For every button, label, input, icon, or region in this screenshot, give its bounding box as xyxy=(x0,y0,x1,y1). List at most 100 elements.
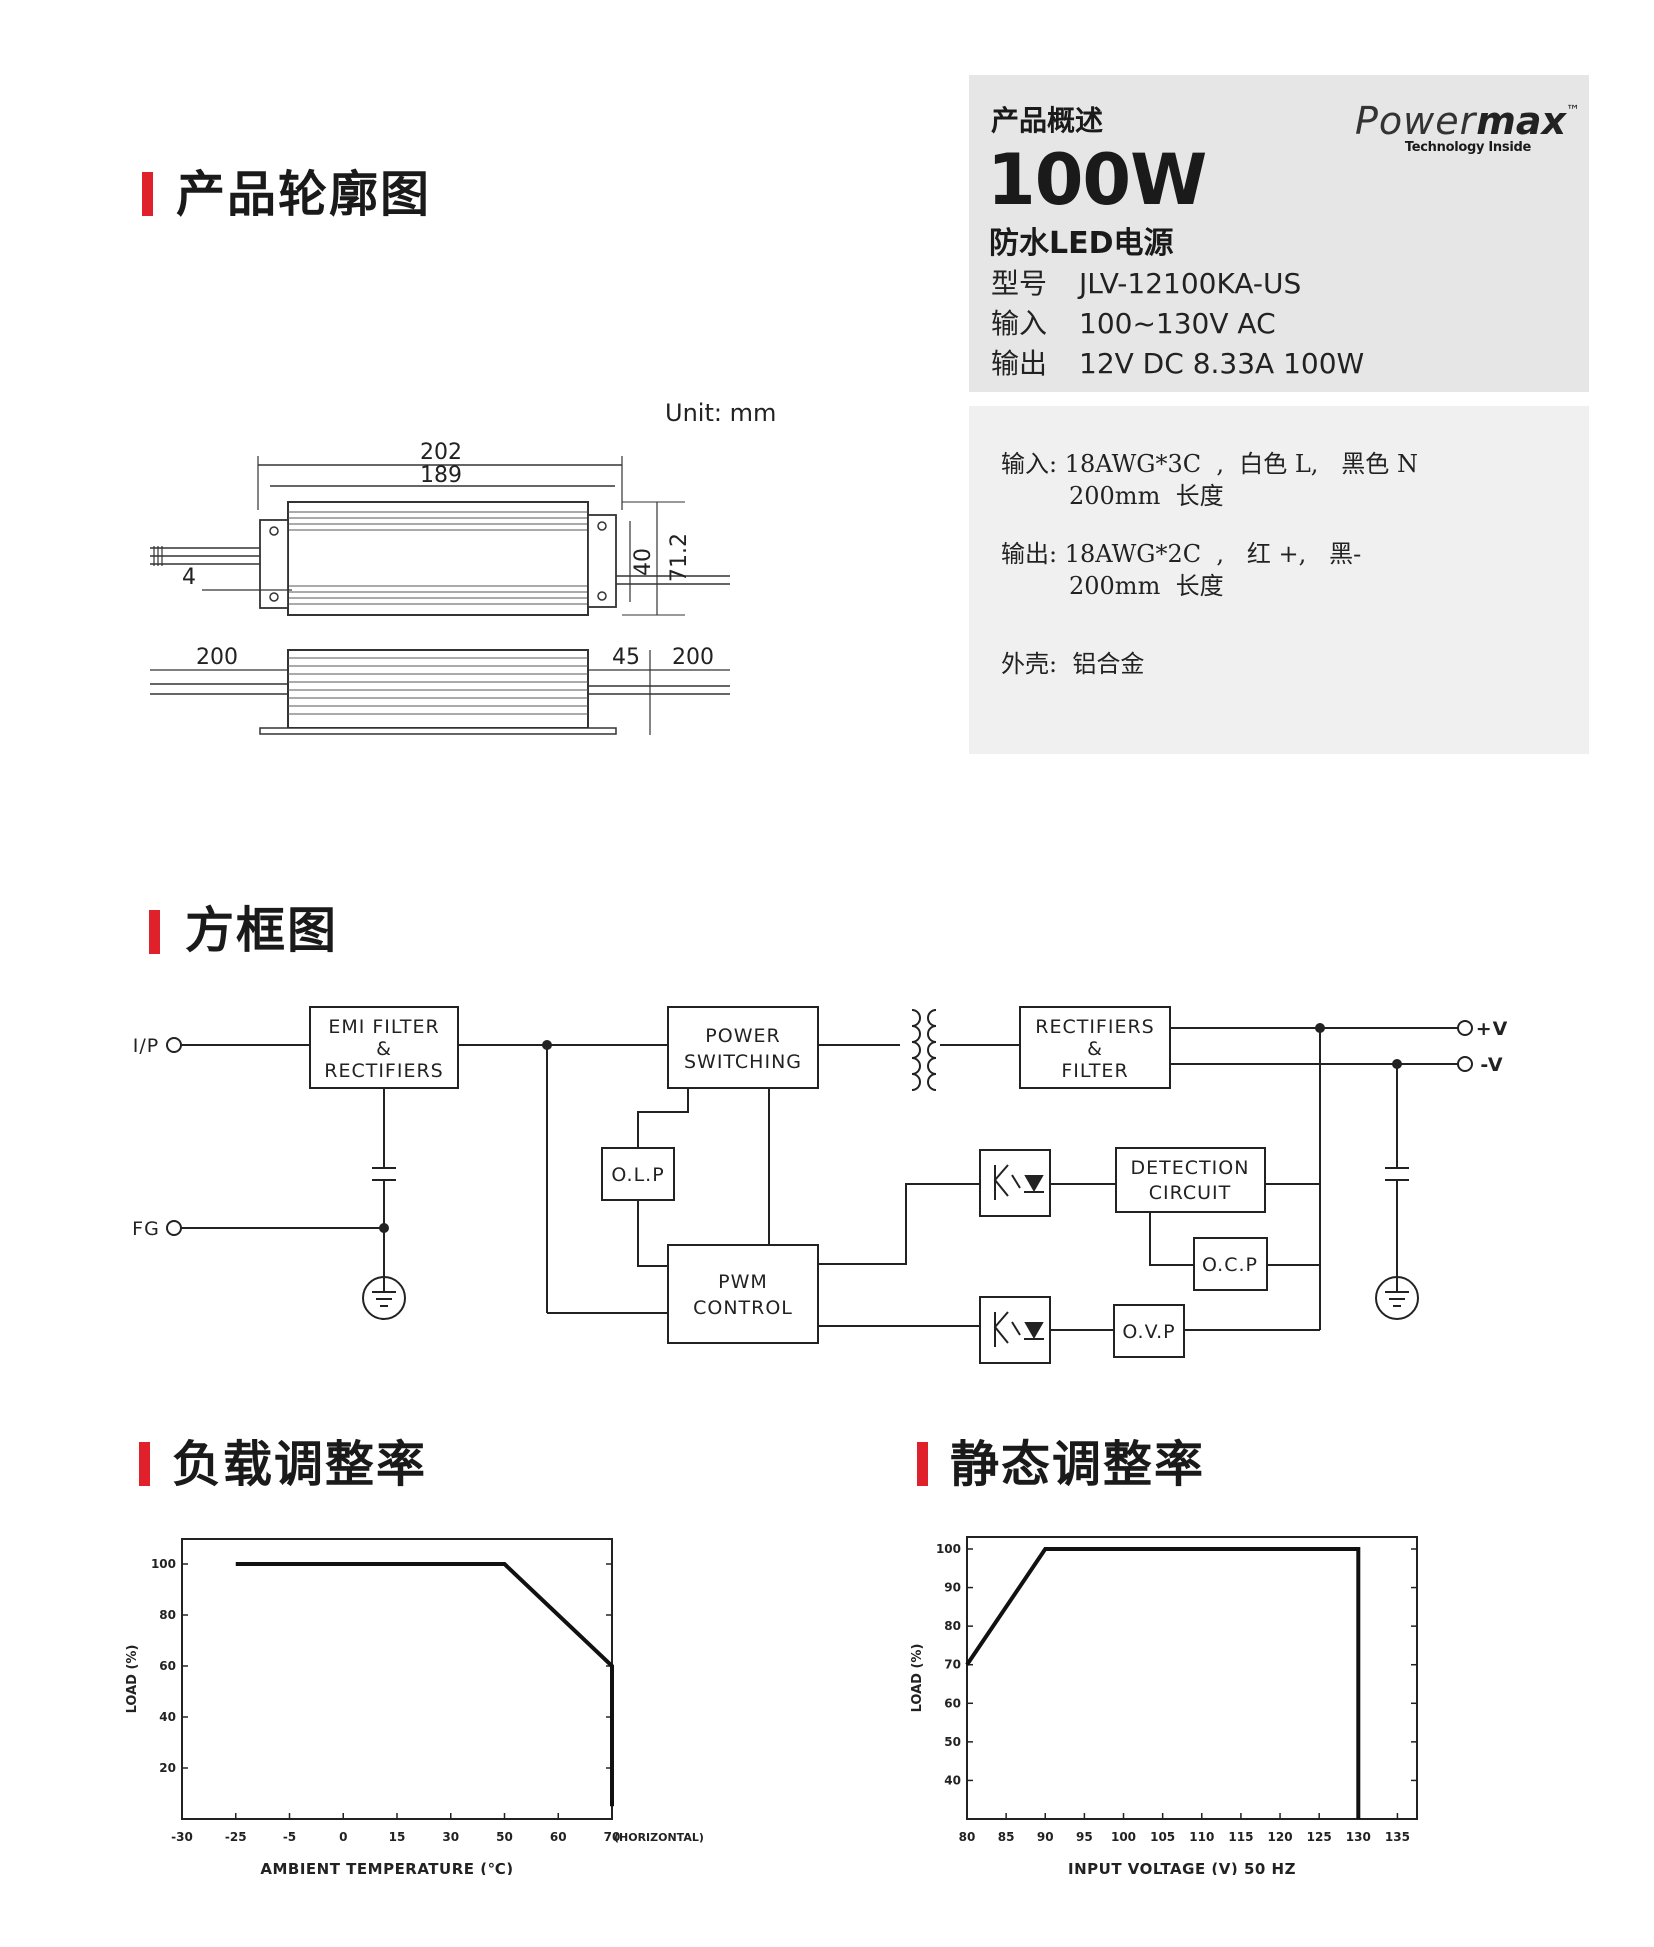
brand-tagline: Technology Inside xyxy=(1404,140,1531,155)
output-wire-line2: 200mm 长度 xyxy=(1069,572,1224,600)
y-tick-label: 20 xyxy=(159,1761,176,1775)
x-tick-label: 80 xyxy=(959,1830,976,1844)
ovp-label: O.V.P xyxy=(1122,1321,1175,1343)
unit-label: Unit: mm xyxy=(665,399,776,427)
x-tick-label: 120 xyxy=(1268,1830,1293,1844)
outline-drawing: Unit: mm 202 189 4 40 71.2 xyxy=(150,399,776,735)
y-tick-label: 40 xyxy=(159,1710,176,1724)
emi-line1: EMI FILTER xyxy=(328,1016,439,1038)
section-marker xyxy=(149,910,160,954)
dim-200-left: 200 xyxy=(196,645,238,670)
dim-4: 4 xyxy=(182,565,196,590)
dim-202: 202 xyxy=(420,440,462,465)
rect-line1: RECTIFIERS xyxy=(1035,1016,1154,1038)
shell-material: 外壳: 铝合金 xyxy=(1001,650,1145,678)
derating-curve xyxy=(235,1562,614,1807)
x-tick-label: 50 xyxy=(496,1830,513,1844)
brand-light: Power xyxy=(1355,99,1477,143)
y-tick-label: 80 xyxy=(944,1619,961,1633)
y-tick-label: 70 xyxy=(944,1658,961,1672)
ocp-label: O.C.P xyxy=(1202,1254,1258,1276)
fg-label: FG xyxy=(132,1218,160,1240)
block-diagram: I/P FG +V -V EMI FILTER & RECTIFIERS POW… xyxy=(132,1006,1509,1364)
x-tick-label: -25 xyxy=(225,1830,247,1844)
wire-spec-panel: 输入: 18AWG*3C , 白色 L, 黑色 N 200mm 长度 输出: 1… xyxy=(969,406,1589,754)
spec-value: 12V DC 8.33A 100W xyxy=(1079,347,1365,380)
spec-key: 输出 xyxy=(991,347,1048,380)
pwm-line2: CONTROL xyxy=(693,1297,793,1319)
x-tick-label: 70 xyxy=(604,1830,621,1844)
side-view-body xyxy=(287,649,589,729)
spec-value: JLV-12100KA-US xyxy=(1079,267,1302,300)
section-marker xyxy=(142,172,153,216)
section-title-outline: 产品轮廓图 xyxy=(176,166,432,223)
emi-line3: RECTIFIERS xyxy=(324,1060,443,1082)
section-title-load: 负载调整率 xyxy=(172,1436,428,1493)
rect-line3: FILTER xyxy=(1061,1060,1128,1082)
nv-label: -V xyxy=(1480,1054,1503,1076)
x-axis-label: INPUT VOLTAGE (V) 50 HZ xyxy=(1068,1860,1296,1875)
plot-frame xyxy=(966,1536,1418,1820)
olp-label: O.L.P xyxy=(611,1164,664,1186)
x-tick-label: 60 xyxy=(550,1830,567,1844)
psw-line2: SWITCHING xyxy=(684,1051,802,1073)
dim-189: 189 xyxy=(420,463,462,488)
x-axis-label: AMBIENT TEMPERATURE (℃) xyxy=(260,1860,513,1875)
y-tick-label: 100 xyxy=(151,1557,176,1571)
x-tick-label: 110 xyxy=(1189,1830,1214,1844)
plot-frame xyxy=(181,1538,613,1820)
ip-label: I/P xyxy=(133,1035,159,1057)
brand-bold: max xyxy=(1476,99,1566,143)
section-title-block: 方框图 xyxy=(185,902,339,959)
power-rating: 100W xyxy=(987,139,1207,221)
emi-line2: & xyxy=(376,1038,392,1060)
section-title-static: 静态调整率 xyxy=(950,1436,1206,1493)
spec-input: 输入 100~130V AC xyxy=(991,302,1276,342)
dim-40: 40 xyxy=(631,548,656,576)
x-tick-label: 125 xyxy=(1307,1830,1332,1844)
x-tick-label: -30 xyxy=(171,1830,193,1844)
dim-45: 45 xyxy=(612,645,640,670)
spec-key: 型号 xyxy=(991,267,1048,300)
y-tick-label: 100 xyxy=(936,1542,961,1556)
psw-line1: POWER xyxy=(705,1025,780,1047)
y-tick-label: 40 xyxy=(944,1773,961,1787)
x-tick-label: 135 xyxy=(1385,1830,1410,1844)
y-tick-label: 50 xyxy=(944,1735,961,1749)
section-marker xyxy=(917,1442,928,1486)
det-line1: DETECTION xyxy=(1131,1157,1250,1179)
product-name: 防水LED电源 xyxy=(989,226,1174,261)
spec-value: 100~130V AC xyxy=(1079,307,1276,340)
x-tick-label: 15 xyxy=(389,1830,406,1844)
spec-key: 输入 xyxy=(991,307,1048,340)
rect-line2: & xyxy=(1087,1038,1103,1060)
x-tick-label: 105 xyxy=(1150,1830,1175,1844)
det-line2: CIRCUIT xyxy=(1149,1182,1232,1204)
pwm-line1: PWM xyxy=(718,1271,768,1293)
x-tick-label: 30 xyxy=(442,1830,459,1844)
x-tick-label: 0 xyxy=(339,1830,347,1844)
input-wire-line1: 输入: 18AWG*3C , 白色 L, 黑色 N xyxy=(1001,450,1418,478)
x-tick-label: 90 xyxy=(1037,1830,1054,1844)
section-marker xyxy=(139,1442,150,1486)
dim-71-2: 71.2 xyxy=(667,533,692,582)
overview-panel: 产品概述 Powermax™ Technology Inside 100W 防水… xyxy=(969,75,1589,392)
y-axis-label: LOAD (%) xyxy=(125,1645,140,1714)
regulation-curve xyxy=(965,1547,1361,1819)
x-axis-note: (HORIZONTAL) xyxy=(614,1831,704,1844)
input-wire-line2: 200mm 长度 xyxy=(1069,482,1224,510)
dim-200-right: 200 xyxy=(672,645,714,670)
y-tick-label: 80 xyxy=(159,1608,176,1622)
x-tick-label: -5 xyxy=(283,1830,296,1844)
brand-logo: Powermax™ Technology Inside xyxy=(1355,99,1580,155)
top-view-body xyxy=(287,501,589,616)
pv-label: +V xyxy=(1476,1018,1509,1040)
output-wire-line1: 输出: 18AWG*2C , 红 +, 黑- xyxy=(1001,540,1362,568)
x-tick-label: 130 xyxy=(1346,1830,1371,1844)
spec-model: 型号 JLV-12100KA-US xyxy=(991,262,1301,302)
x-tick-label: 95 xyxy=(1076,1830,1093,1844)
x-tick-label: 115 xyxy=(1228,1830,1253,1844)
x-tick-label: 85 xyxy=(998,1830,1015,1844)
